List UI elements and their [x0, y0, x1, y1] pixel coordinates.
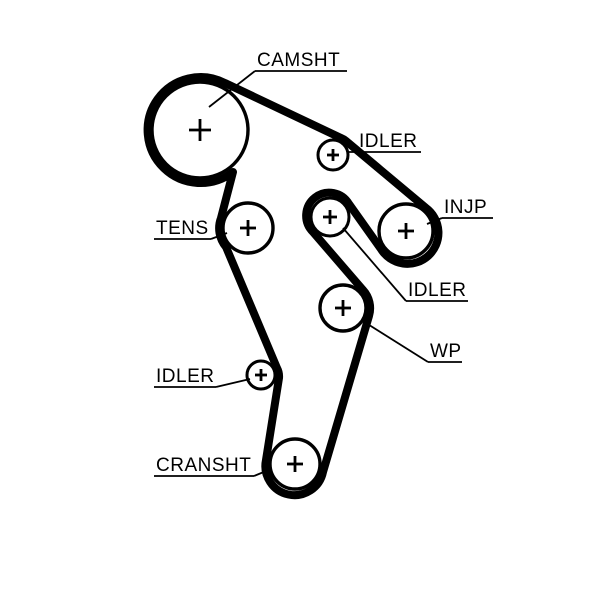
camshaft-pulley: [150, 80, 250, 180]
idler-mid-leader-line: [342, 227, 407, 302]
tensioner-pulley: [221, 201, 275, 255]
tens-leader-line: [210, 232, 228, 240]
timing-belt-path: [143, 73, 443, 500]
label-tens: TENS: [154, 218, 228, 240]
water-pump-center-cross-icon: [335, 300, 351, 316]
label-camsht: CAMSHT: [208, 50, 347, 108]
idler-top-label: IDLER: [359, 131, 417, 152]
camsht-label: CAMSHT: [257, 50, 340, 71]
crankshaft-center-cross-icon: [287, 456, 303, 472]
idler-low-center-cross-icon: [255, 369, 267, 381]
label-idler-low: IDLER: [154, 366, 251, 388]
label-idler-top: IDLER: [349, 131, 421, 153]
idler-mid-pulley: [309, 196, 351, 238]
cransht-leader-line: [253, 468, 272, 477]
cransht-label: CRANSHT: [156, 455, 251, 476]
injp-leader-line: [426, 217, 443, 225]
label-injp: INJP: [426, 197, 493, 225]
crankshaft-pulley: [268, 437, 322, 491]
camsht-leader-line: [208, 70, 256, 108]
camshaft-center-cross-icon: [189, 119, 211, 141]
tensioner-center-cross-icon: [240, 220, 256, 236]
injp-label: INJP: [444, 197, 487, 218]
water-pump-pulley: [318, 283, 368, 333]
label-wp: WP: [365, 322, 462, 363]
label-cransht: CRANSHT: [154, 455, 272, 477]
tens-label: TENS: [156, 218, 209, 239]
injection-pump-center-cross-icon: [398, 223, 414, 239]
idler-low-label: IDLER: [156, 366, 214, 387]
wp-label: WP: [430, 341, 462, 362]
idler-low-leader-line: [215, 378, 251, 388]
idler-top-center-cross-icon: [327, 149, 339, 161]
wp-leader-line: [365, 322, 429, 363]
idler-low-pulley: [245, 359, 277, 391]
label-idler-mid: IDLER: [342, 227, 468, 302]
injection-pump-pulley: [377, 202, 435, 260]
idler-mid-center-cross-icon: [323, 210, 337, 224]
idler-mid-label: IDLER: [408, 280, 466, 301]
idler-top-pulley: [316, 138, 350, 172]
